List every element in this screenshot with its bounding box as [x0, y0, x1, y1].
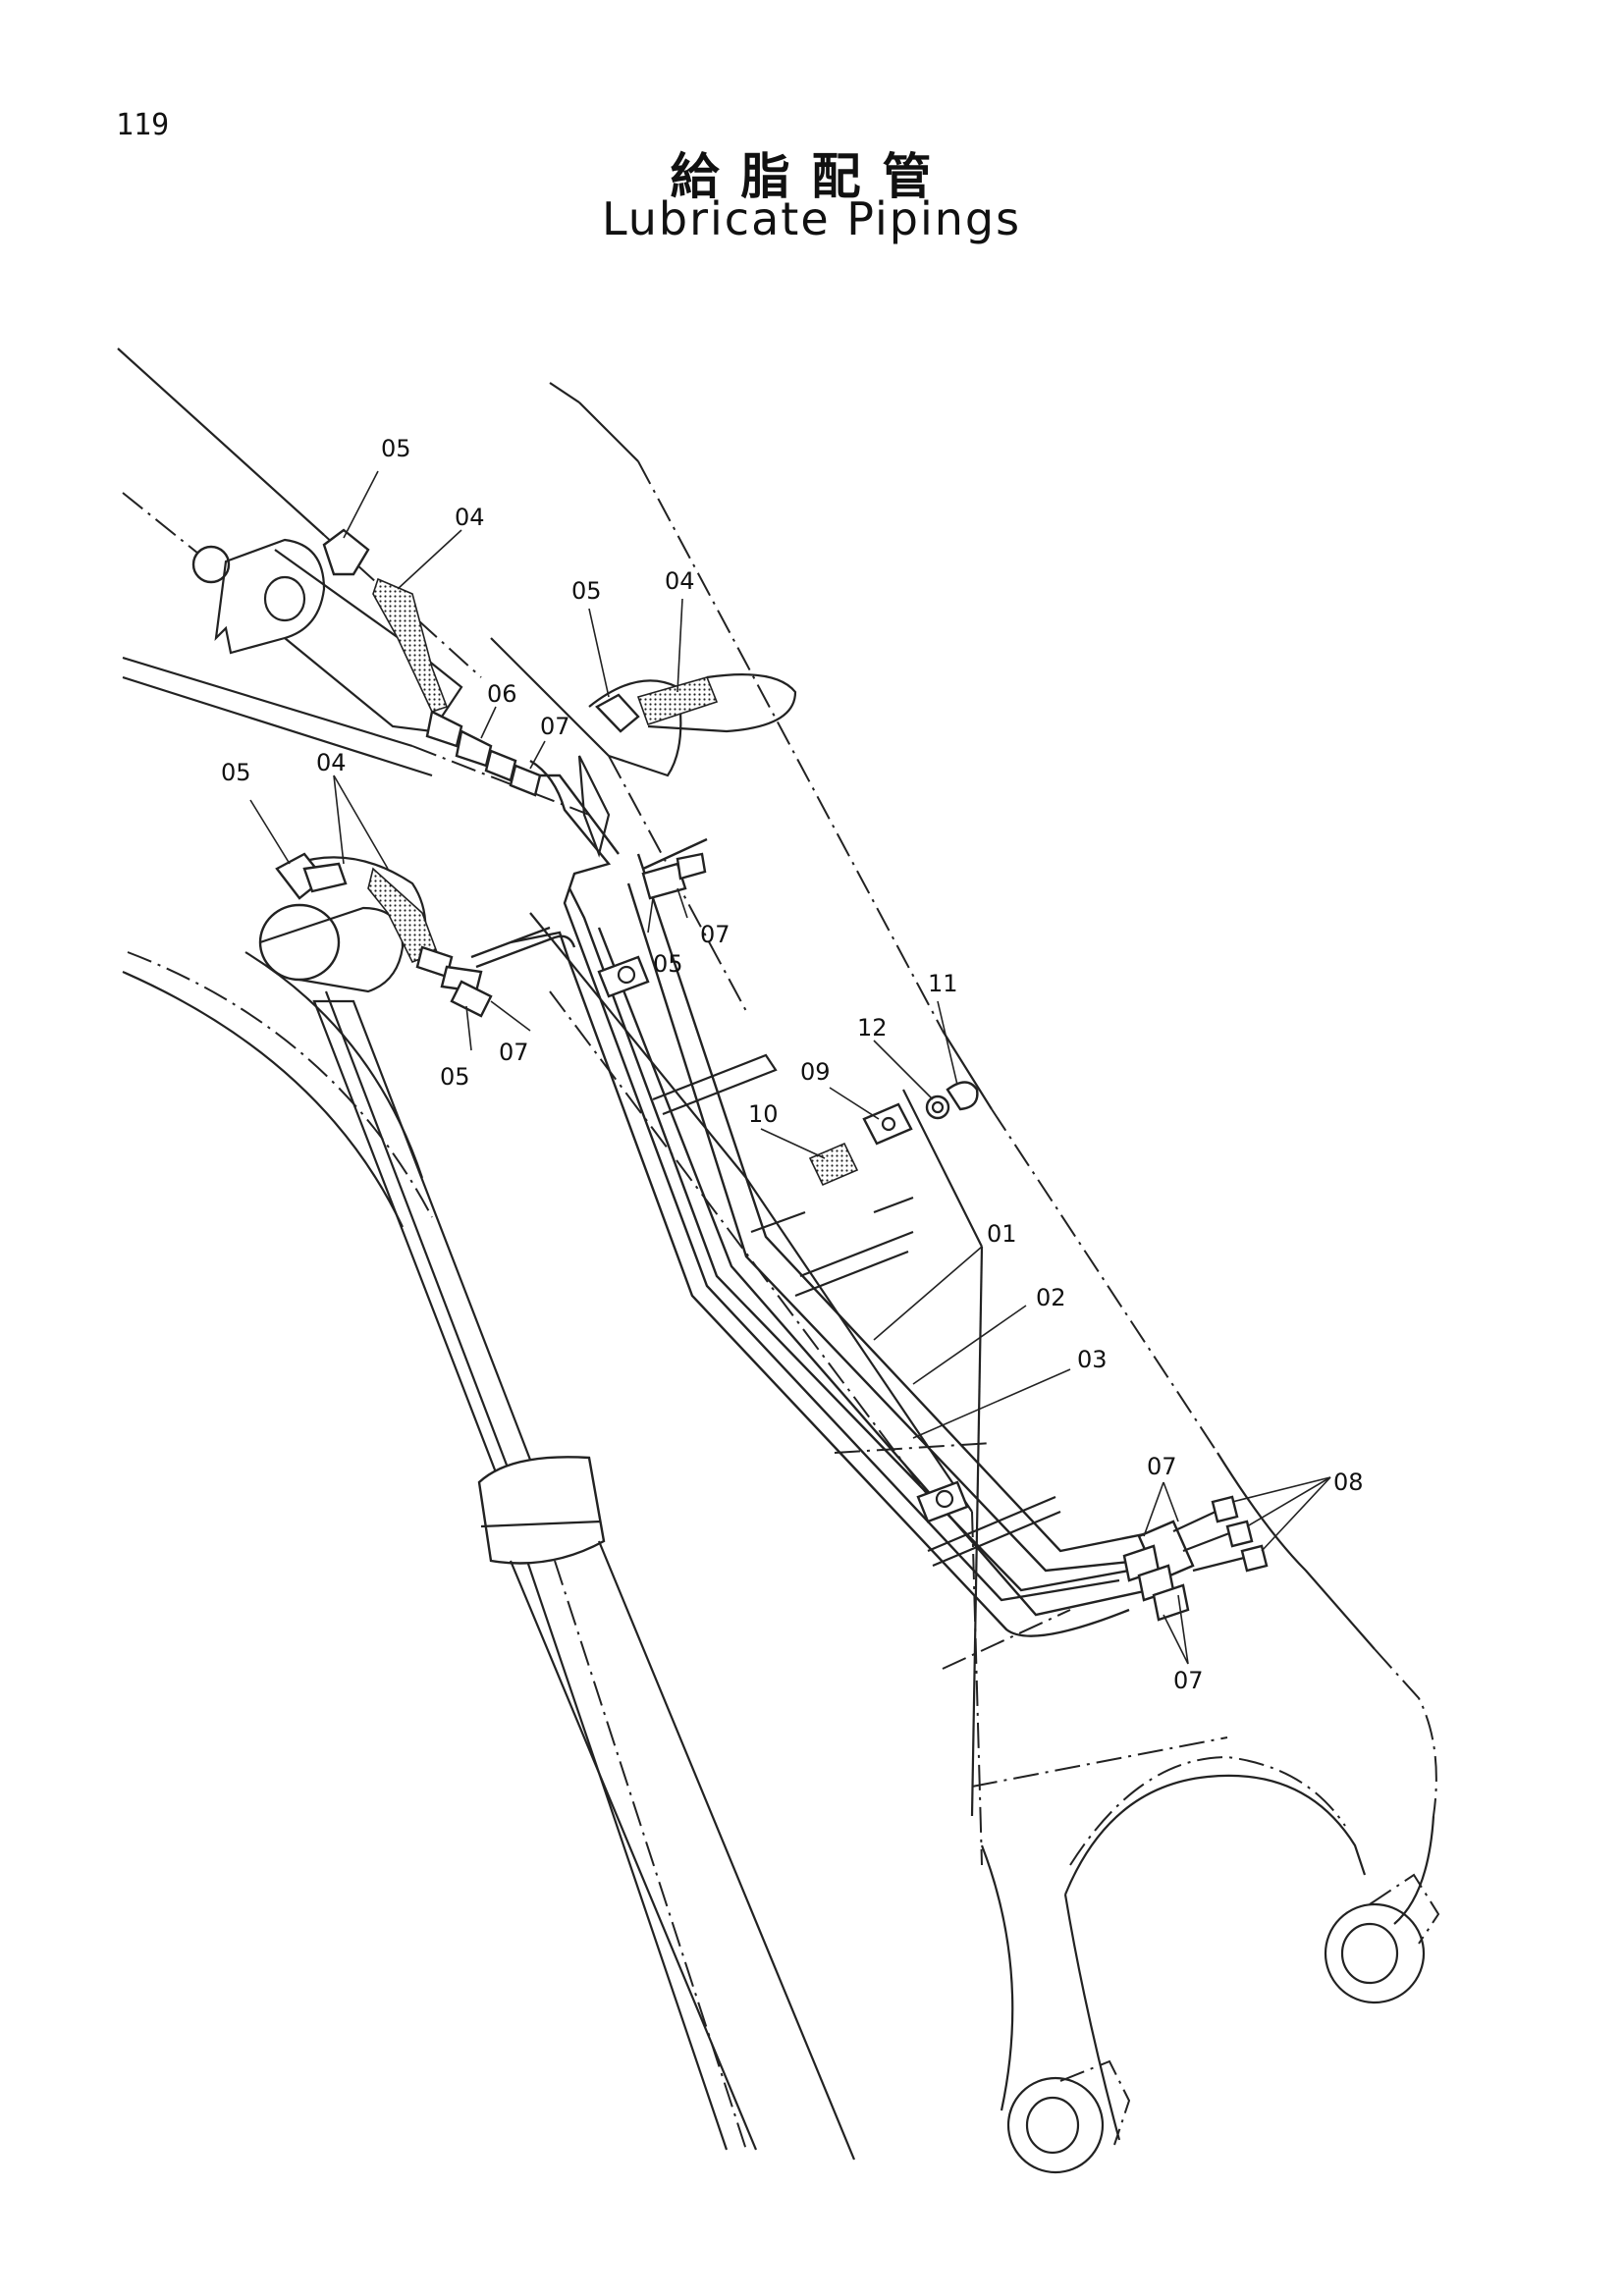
callout-04: 04: [665, 567, 695, 595]
lubrication-pipes: [470, 759, 1160, 1637]
bucket-cylinder: [258, 856, 856, 2161]
top-bracket: [191, 538, 682, 858]
callout-10: 10: [748, 1100, 779, 1128]
callout-06: 06: [487, 680, 517, 708]
callout-05: 05: [571, 577, 602, 605]
callout-01: 01: [987, 1220, 1017, 1248]
callout-07: 07: [700, 921, 730, 948]
callout-05: 05: [440, 1063, 470, 1091]
callout-labels: 05 04 05 04 06 07 05 04 07 05 05 07 11 1…: [221, 435, 1364, 1694]
callout-05: 05: [381, 435, 411, 462]
callout-04: 04: [316, 749, 347, 776]
page-number: 119: [116, 108, 170, 142]
title-english: Lubricate Pipings: [601, 192, 1022, 245]
callout-07: 07: [1173, 1667, 1204, 1694]
pipe-clamps: [597, 955, 1061, 1568]
leader-lines: [249, 470, 1331, 1665]
callout-05: 05: [653, 950, 683, 978]
callout-12: 12: [857, 1014, 888, 1041]
callout-05: 05: [221, 759, 251, 786]
callout-03: 03: [1077, 1346, 1108, 1373]
callout-07: 07: [499, 1039, 529, 1066]
callout-11: 11: [928, 970, 958, 997]
callout-07: 07: [540, 713, 570, 740]
callout-08: 08: [1333, 1468, 1364, 1496]
arm-outline: [117, 347, 1440, 2174]
title-japanese: 給脂配管: [670, 148, 953, 205]
callout-04: 04: [455, 504, 485, 531]
callout-09: 09: [800, 1058, 831, 1086]
hoses-and-fittings: [275, 528, 1269, 1622]
callout-02: 02: [1036, 1284, 1066, 1311]
callout-07: 07: [1147, 1453, 1177, 1480]
